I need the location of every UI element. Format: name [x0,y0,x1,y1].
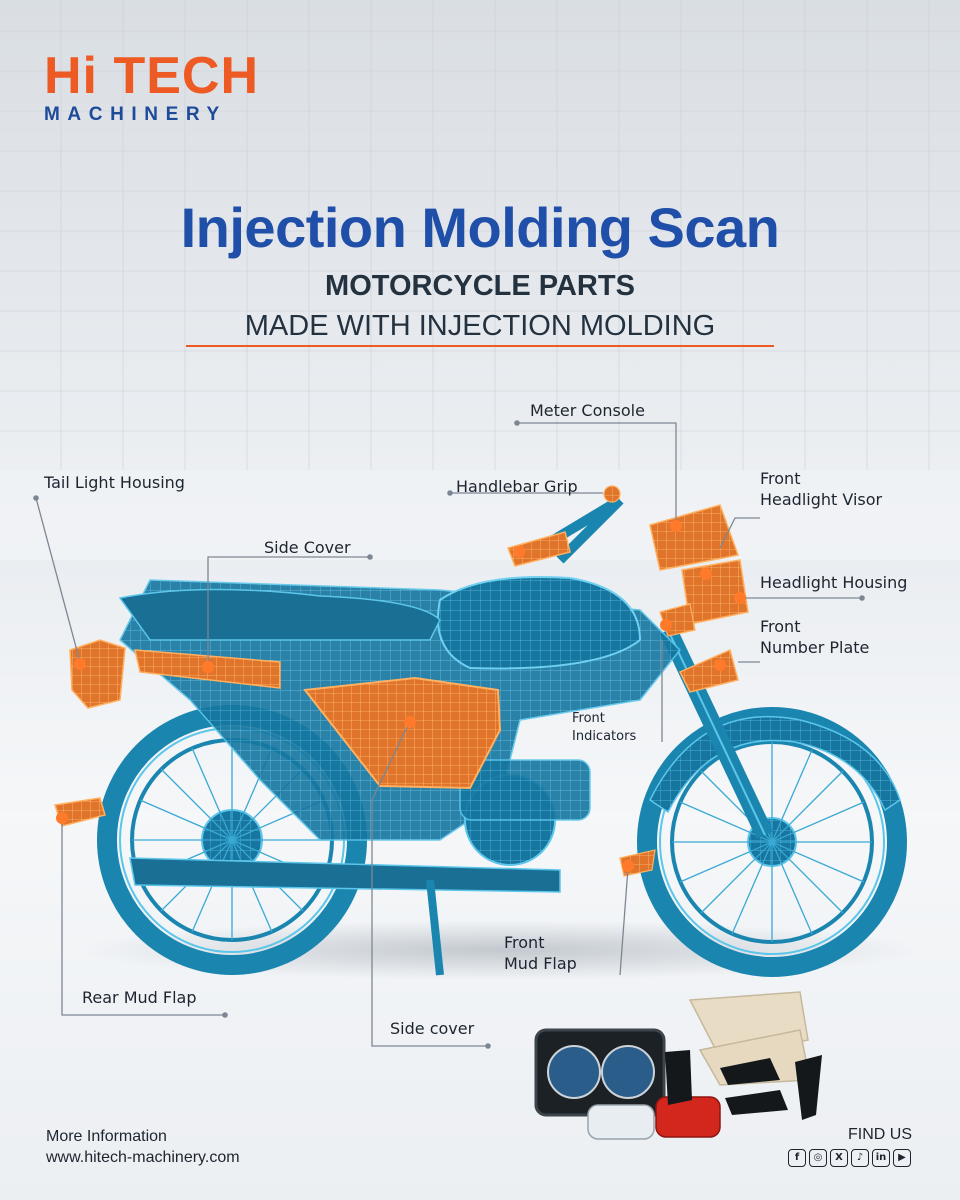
label-front-headlight-visor: Front Headlight Visor [760,468,882,510]
background-ceiling [0,0,960,470]
label-front-number-plate-line2: Number Plate [760,638,870,657]
footer-info: More Information www.hitech-machinery.co… [46,1126,240,1168]
label-side-cover-bottom: Side cover [390,1019,475,1038]
social-icons: f ◎ X ♪ in ▶ [788,1149,911,1167]
label-handlebar-grip: Handlebar Grip [456,477,578,496]
find-us-label: FIND US [848,1126,912,1143]
linkedin-icon[interactable]: in [872,1149,890,1167]
label-front-indicators: Front Indicators [572,710,636,746]
handlebar-grip-part [507,531,571,567]
label-front-headlight-visor-line2: Headlight Visor [760,490,883,509]
label-front-indicators-line2: Indicators [572,729,637,744]
clear-lens-photo [587,1104,655,1140]
label-tail-light-housing: Tail Light Housing [44,473,185,492]
label-side-cover-top: Side Cover [264,538,351,557]
tiktok-icon[interactable]: ♪ [851,1149,869,1167]
logo-machinery: MACHINERY [44,104,227,125]
fuel-tank [437,575,642,670]
instagram-icon[interactable]: ◎ [809,1149,827,1167]
x-icon[interactable]: X [830,1149,848,1167]
label-front-headlight-visor-line1: Front [760,469,801,488]
front-fork [659,626,774,839]
seat [118,588,441,641]
website-link[interactable]: www.hitech-machinery.com [46,1149,240,1166]
tail-light-part [69,639,126,709]
part-markers [56,520,746,872]
label-front-mud-flap-line1: Front [504,933,545,952]
red-lens-photo [655,1096,721,1138]
kickstand [426,879,444,976]
label-headlight-housing: Headlight Housing [760,573,908,592]
logo: Hi TECH MACHINERY [44,50,259,126]
subtitle-underline [186,345,774,347]
label-front-mud-flap-line2: Mud Flap [504,954,577,973]
leader-lines [35,422,862,1047]
leader-dots [33,420,865,1049]
label-rear-mud-flap: Rear Mud Flap [82,988,197,1007]
more-information-text: More Information [46,1128,167,1145]
subtitle-2: MADE WITH INJECTION MOLDING [244,310,716,342]
label-front-indicators-line1: Front [572,711,605,726]
product-photo [534,991,822,1140]
side-cover-part [303,676,502,790]
label-front-number-plate-line1: Front [760,617,801,636]
youtube-icon[interactable]: ▶ [893,1149,911,1167]
facebook-icon[interactable]: f [788,1149,806,1167]
subtitle-1: MOTORCYCLE PARTS [325,270,635,302]
meter-console-part [649,504,740,571]
label-front-number-plate: Front Number Plate [760,616,869,658]
exhaust [129,857,561,893]
label-front-mud-flap: Front Mud Flap [504,932,577,974]
page-title: Injection Molding Scan [180,196,780,259]
logo-hi-tech: Hi TECH [44,47,259,105]
label-meter-console: Meter Console [530,401,645,420]
